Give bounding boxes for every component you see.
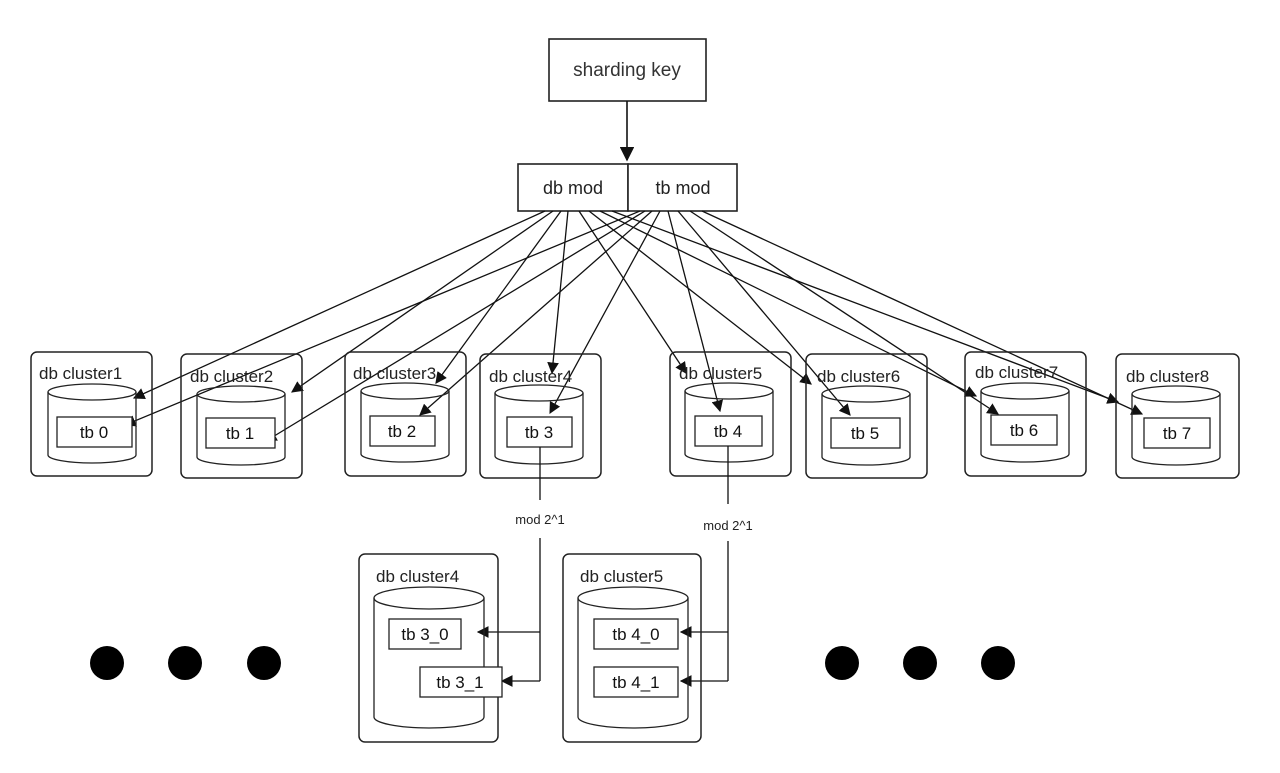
tb-mod-label: tb mod [655, 178, 710, 198]
sub-db-cluster-5: db cluster5 tb 4_0 tb 4_1 [562, 553, 702, 743]
database-cylinder-icon [494, 384, 584, 465]
split-edges-tb3 [476, 447, 541, 687]
edge-tb-7 [701, 210, 1144, 415]
db-cluster-3: db cluster3 tb 2 [344, 351, 467, 477]
sub-cluster-label: db cluster4 [376, 567, 459, 586]
dot [981, 646, 1015, 680]
dot [168, 646, 202, 680]
db-cluster-1: db cluster1 tb 0 [30, 351, 153, 477]
cluster-label: db cluster5 [679, 364, 762, 383]
sharding-key-node: sharding key [548, 38, 707, 102]
database-cylinder-icon [1131, 385, 1221, 466]
tb-mod-edges [123, 210, 1144, 442]
split-label-left: mod 2^1 [515, 512, 564, 527]
db-cluster-6: db cluster6 tb 5 [805, 353, 928, 479]
edge-db-cluster8 [611, 210, 1120, 404]
table-label: tb 6 [1010, 421, 1038, 440]
edge-db-cluster3 [435, 210, 562, 384]
table-label: tb 0 [80, 423, 108, 442]
table-label: tb 4_1 [612, 673, 659, 692]
cluster-label: db cluster4 [489, 367, 572, 386]
database-cylinder-icon [47, 383, 137, 464]
cluster-label: db cluster6 [817, 367, 900, 386]
db-cluster-8: db cluster8 tb 7 [1115, 353, 1240, 479]
db-mod-label: db mod [543, 178, 603, 198]
dot [825, 646, 859, 680]
table-label: tb 2 [388, 422, 416, 441]
db-cluster-2: db cluster2 tb 1 [180, 353, 303, 479]
database-cylinder-icon [821, 385, 911, 466]
cluster-label: db cluster8 [1126, 367, 1209, 386]
edge-tb-1 [264, 210, 646, 442]
table-label: tb 3_0 [401, 625, 448, 644]
cluster-label: db cluster1 [39, 364, 122, 383]
cluster-label: db cluster7 [975, 363, 1058, 382]
db-mod-box [517, 163, 629, 212]
ellipsis-right [825, 646, 1015, 680]
table-label: tb 4 [714, 422, 742, 441]
edge-tb-0 [123, 210, 641, 427]
mod-node: db mod tb mod [517, 163, 738, 212]
split-edges-tb4 [679, 446, 729, 687]
tb-mod-box [627, 163, 738, 212]
db-cluster-5: db cluster5 tb 4 [669, 351, 792, 477]
cluster-label: db cluster2 [190, 367, 273, 386]
cluster-label: db cluster3 [353, 364, 436, 383]
db-cluster-4: db cluster4 tb 3 [479, 353, 602, 479]
edge-db-cluster7 [599, 210, 978, 397]
database-cylinder-icon [577, 586, 689, 729]
sharding-key-label: sharding key [573, 60, 681, 81]
database-cylinder-icon [684, 382, 774, 463]
edge-tb-5 [677, 210, 851, 416]
database-cylinder-icon [373, 586, 485, 729]
table-label: tb 3 [525, 423, 553, 442]
edge-tb-6 [689, 210, 999, 415]
dot [903, 646, 937, 680]
database-cylinder-icon [360, 382, 450, 463]
db-mod-edges [132, 210, 1120, 404]
edge-tb-2 [419, 210, 653, 416]
edge-db-cluster1 [132, 210, 546, 399]
split-label-right: mod 2^1 [703, 518, 752, 533]
table-label: tb 7 [1163, 424, 1191, 443]
table-label: tb 4_0 [612, 625, 659, 644]
dot [247, 646, 281, 680]
sub-db-cluster-4: db cluster4 tb 3_0 tb 3_1 [358, 553, 503, 743]
edge-db-cluster5 [578, 210, 687, 374]
edge-tb-4 [667, 210, 724, 413]
ellipsis-left [90, 646, 281, 680]
table-label: tb 3_1 [436, 673, 483, 692]
sub-cluster-label: db cluster5 [580, 567, 663, 586]
table-label: tb 1 [226, 424, 254, 443]
database-cylinder-icon [196, 385, 286, 466]
database-cylinder-icon [980, 382, 1070, 463]
table-label: tb 5 [851, 424, 879, 443]
dot [90, 646, 124, 680]
edge-tb-3 [549, 210, 661, 415]
db-cluster-7: db cluster7 tb 6 [964, 351, 1087, 477]
edge-db-cluster6 [588, 210, 812, 385]
